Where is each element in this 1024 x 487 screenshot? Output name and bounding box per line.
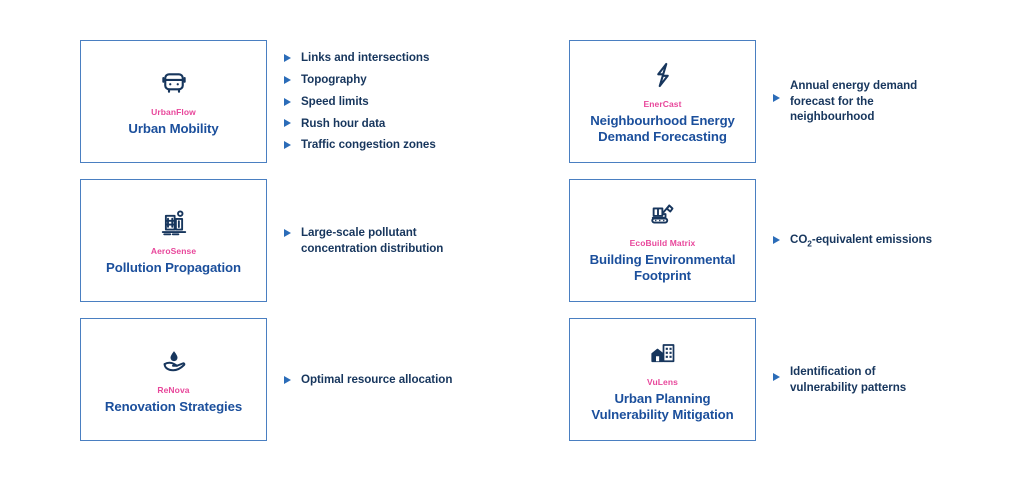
triangle-bullet-icon <box>284 227 293 239</box>
row-urban-mobility: UrbanFlow Urban Mobility Links and inter… <box>80 40 550 163</box>
card-building-environmental-footprint[interactable]: EcoBuild Matrix Building Environmental F… <box>569 179 756 302</box>
card-title: Renovation Strategies <box>104 398 243 414</box>
list-item: Optimal resource allocation <box>284 372 550 387</box>
card-code: AeroSense <box>150 246 197 257</box>
outcomes-energy-demand-forecasting: Annual energy demand forecast for the ne… <box>756 40 1024 163</box>
row-building-environmental-footprint: EcoBuild Matrix Building Environmental F… <box>569 179 1024 302</box>
triangle-bullet-icon <box>773 234 782 246</box>
buildings-icon <box>646 336 680 370</box>
card-code: VuLens <box>647 377 678 388</box>
triangle-bullet-icon <box>284 374 293 386</box>
triangle-bullet-icon <box>284 117 293 129</box>
card-urban-planning-vulnerability[interactable]: VuLens Urban Planning Vulnerability Miti… <box>569 318 756 441</box>
card-renovation-strategies[interactable]: ReNova Renovation Strategies <box>80 318 267 441</box>
card-code: ReNova <box>157 385 190 396</box>
outcomes-pollution-propagation: Large-scale pollutant concentration dist… <box>267 179 550 302</box>
list-item: Identification of vulnerability patterns <box>773 364 1024 395</box>
card-energy-demand-forecasting[interactable]: EnerCast Neighbourhood Energy Demand For… <box>569 40 756 163</box>
outcome-text: Large-scale pollutant concentration dist… <box>301 226 444 255</box>
list-item: Traffic congestion zones <box>284 137 550 152</box>
outcome-text: Identification of vulnerability patterns <box>790 365 907 394</box>
row-urban-planning-vulnerability: VuLens Urban Planning Vulnerability Miti… <box>569 318 1024 441</box>
row-pollution-propagation: AeroSense Pollution Propagation Large-sc… <box>80 179 550 302</box>
hand-droplet-icon <box>157 344 191 378</box>
card-title: Urban Mobility <box>128 120 219 136</box>
card-title: Urban Planning Vulnerability Mitigation <box>591 390 734 422</box>
outcomes-urban-mobility: Links and intersections Topography Speed… <box>267 40 550 163</box>
triangle-bullet-icon <box>773 92 782 104</box>
card-title: Neighbourhood Energy Demand Forecasting <box>590 112 735 144</box>
list-item: Large-scale pollutant concentration dist… <box>284 225 550 256</box>
row-renovation-strategies: ReNova Renovation Strategies Optimal res… <box>80 318 550 441</box>
outcomes-renovation-strategies: Optimal resource allocation <box>267 318 550 441</box>
outcomes-urban-planning-vulnerability: Identification of vulnerability patterns <box>756 318 1024 441</box>
outcome-text: Traffic congestion zones <box>301 138 436 152</box>
right-column: EnerCast Neighbourhood Energy Demand For… <box>569 40 1024 441</box>
triangle-bullet-icon <box>284 74 293 86</box>
card-code: EcoBuild Matrix <box>629 238 696 249</box>
triangle-bullet-icon <box>284 52 293 64</box>
factory-emissions-icon <box>157 205 191 239</box>
card-urban-mobility[interactable]: UrbanFlow Urban Mobility <box>80 40 267 163</box>
card-title: Building Environmental Footprint <box>589 251 736 283</box>
row-energy-demand-forecasting: EnerCast Neighbourhood Energy Demand For… <box>569 40 1024 163</box>
outcome-text: Rush hour data <box>301 116 386 130</box>
card-code: UrbanFlow <box>151 107 196 118</box>
triangle-bullet-icon <box>773 371 782 383</box>
lightning-bolt-icon <box>646 58 680 92</box>
outcomes-building-environmental-footprint: CO2-equivalent emissions <box>756 179 1024 302</box>
outcome-text: Annual energy demand forecast for the ne… <box>790 79 918 124</box>
excavator-icon <box>646 197 680 231</box>
list-item: Rush hour data <box>284 116 550 131</box>
outcome-text: Optimal resource allocation <box>301 372 453 386</box>
triangle-bullet-icon <box>284 139 293 151</box>
triangle-bullet-icon <box>284 96 293 108</box>
list-item: CO2-equivalent emissions <box>773 232 1024 249</box>
bus-icon <box>157 66 191 100</box>
list-item: Speed limits <box>284 94 550 109</box>
list-item: Annual energy demand forecast for the ne… <box>773 78 1024 124</box>
outcome-text: Links and intersections <box>301 51 430 65</box>
list-item: Links and intersections <box>284 50 550 65</box>
card-pollution-propagation[interactable]: AeroSense Pollution Propagation <box>80 179 267 302</box>
card-title: Pollution Propagation <box>106 259 241 275</box>
outcome-text: CO2-equivalent emissions <box>790 232 932 249</box>
left-column: UrbanFlow Urban Mobility Links and inter… <box>80 40 550 441</box>
list-item: Topography <box>284 72 550 87</box>
outcome-text: Speed limits <box>301 94 369 108</box>
outcome-text: Topography <box>301 73 367 87</box>
card-code: EnerCast <box>643 99 682 110</box>
